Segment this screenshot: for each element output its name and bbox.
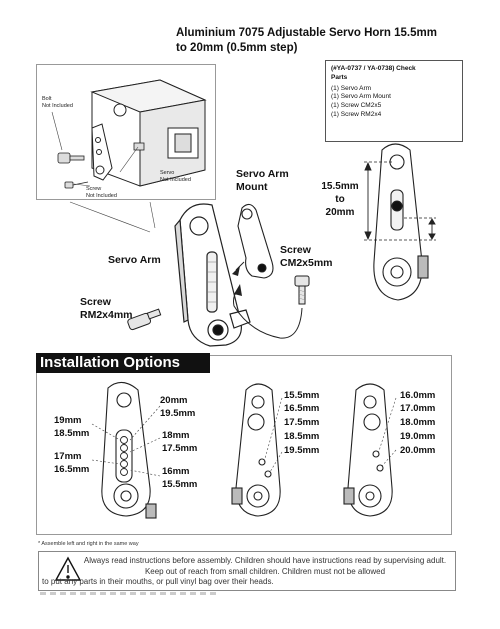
servo-arm-mount-label-line-2: Mount	[236, 181, 268, 193]
option-1-leaders	[91, 405, 161, 477]
screw-label-line-1: Screw	[86, 186, 102, 192]
installation-options-heading: Installation Options	[36, 353, 210, 373]
screw-not-included-label: Screw Not Included	[86, 186, 117, 199]
screw-cm2x5-label-line-1: Screw	[280, 244, 311, 256]
parts-checklist-subheading: Parts	[331, 73, 348, 81]
dimension-lines	[364, 161, 436, 241]
option-3-label: 16.0mm	[400, 390, 436, 401]
parts-checklist: (#YA-0737 / YA-0738) Check Parts (1) Ser…	[325, 60, 463, 142]
servo-arm-label: Servo Arm	[108, 254, 161, 266]
parts-item: (1) Servo Arm Mount	[331, 93, 391, 101]
parts-item: (1) Screw RM2x4	[331, 110, 382, 118]
install-option-1-illustration	[101, 381, 157, 519]
product-title: Aluminium 7075 Adjustable Servo Horn 15.…	[176, 26, 476, 56]
option-1-label: 16.5mm	[54, 464, 90, 475]
screw-cm2x5-label: Screw CM2x5mm	[280, 244, 333, 270]
option-1-label: 18mm	[162, 430, 190, 441]
servo-arm-mount-label: Servo Arm Mount	[236, 168, 289, 194]
callout-lines	[51, 111, 156, 233]
option-3-label: 20.0mm	[400, 445, 436, 456]
option-2-label: 17.5mm	[284, 417, 320, 428]
install-option-2-illustration	[231, 383, 281, 517]
assembly-arrow	[233, 289, 303, 339]
servo-arm-large-illustration	[174, 203, 251, 347]
range-label-line-3: 20mm	[325, 207, 355, 218]
option-1-label: 20mm	[160, 395, 188, 406]
option-1-label: 17mm	[54, 451, 82, 462]
option-2-label: 19.5mm	[284, 445, 320, 456]
product-title-line-1: Aluminium 7075 Adjustable Servo Horn 15.…	[176, 27, 437, 39]
servo-body-illustration	[90, 79, 207, 187]
option-1-label: 17.5mm	[162, 443, 198, 454]
installation-options-frame	[36, 355, 452, 535]
parts-checklist-heading: (#YA-0737 / YA-0738) Check	[331, 65, 416, 72]
range-label-line-2: to	[335, 194, 345, 205]
servo-arm-small-illustration	[91, 123, 113, 181]
bolt-label-line-2: Not Included	[42, 102, 73, 109]
option-1-label: 19mm	[54, 415, 82, 426]
screw-label-line-2: Not Included	[86, 192, 117, 199]
install-option-3-illustration	[343, 383, 393, 517]
servo-arm-mount-illustration	[237, 203, 274, 279]
option-3-label: 19.0mm	[400, 431, 436, 442]
assembly-note: * Assemble left and right in the same wa…	[38, 541, 139, 547]
range-label: 15.5mm to 20mm	[318, 180, 362, 219]
servo-label-line-2: Not Included	[160, 176, 191, 183]
bolt-label-line-1: Bolt	[42, 96, 52, 102]
servo-label-line-1: Servo	[160, 170, 175, 176]
screw-cm2x5-label-line-2: CM2x5mm	[280, 257, 333, 269]
warning-icon	[54, 556, 82, 581]
screw-rm2x4-label-line-1: Screw	[80, 296, 111, 308]
screw-rm2x4-label: Screw RM2x4mm	[80, 296, 133, 322]
option-2-label: 18.5mm	[284, 431, 320, 442]
screw-small-illustration	[57, 142, 145, 189]
safety-warning-box	[38, 551, 456, 591]
faded-footer-text	[40, 592, 220, 595]
arm-adjustment-illustration	[373, 143, 429, 301]
servo-arm-mount-label-line-1: Servo Arm	[236, 168, 289, 180]
option-3-label: 18.0mm	[400, 417, 436, 428]
bolt-label: Bolt Not Included	[42, 96, 73, 109]
option-1-label: 16mm	[162, 466, 190, 477]
option-3-label: 17.0mm	[400, 403, 436, 414]
product-title-line-2: to 20mm (0.5mm step)	[176, 42, 298, 54]
dimension-arrows	[364, 161, 436, 241]
parts-item: (1) Servo Arm	[331, 84, 372, 92]
servo-not-included-label: Servo Not Included	[160, 170, 191, 183]
option-2-label: 16.5mm	[284, 403, 320, 414]
screw-rm2x4-label-line-2: RM2x4mm	[80, 309, 133, 321]
option-1-label: 19.5mm	[160, 408, 196, 419]
screw-cm2x5-illustration	[294, 275, 310, 305]
screw-rm2x4-illustration	[127, 308, 162, 331]
safety-warning-text-1: Always read instructions before assembly…	[83, 556, 447, 576]
safety-warning-text-2: to put any parts in their mouths, or pul…	[42, 577, 274, 586]
option-1-label: 15.5mm	[162, 479, 198, 490]
option-1-label: 18.5mm	[54, 428, 90, 439]
range-label-line-1: 15.5mm	[321, 181, 359, 192]
option-2-label: 15.5mm	[284, 390, 320, 401]
parts-item: (1) Screw CM2x5	[331, 102, 382, 110]
